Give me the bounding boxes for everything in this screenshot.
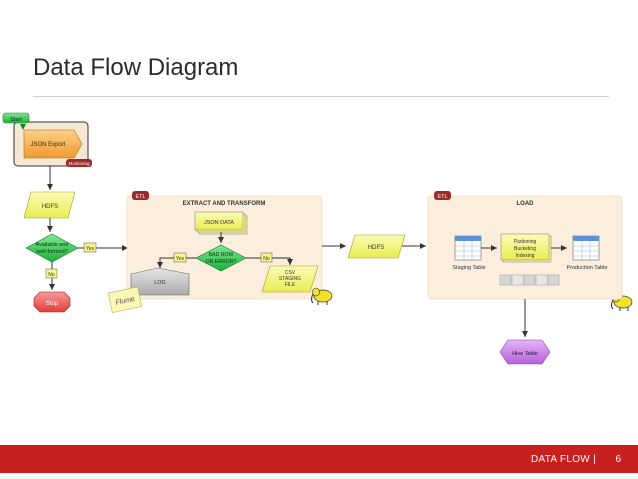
json-data-label: JSON DATA — [204, 220, 234, 226]
production-table-icon — [572, 235, 600, 261]
etl-tag-1 — [132, 191, 149, 200]
no-tag-2 — [260, 252, 273, 263]
hive-table-label: Hive Table — [512, 351, 538, 357]
etl-tag-2-label: ETL — [437, 194, 447, 200]
csv-line-3: FILE — [285, 282, 296, 288]
page-number: 6 — [615, 454, 621, 465]
hdfs-middle-label: HDFS — [368, 245, 384, 251]
decision-line-2: well-formed? — [35, 249, 67, 255]
no-label-2: No — [263, 256, 270, 262]
decision-line-1: Available and — [36, 242, 69, 248]
footer-label: DATA FLOW | — [531, 454, 596, 465]
staging-table-label: Staging Table — [452, 265, 485, 271]
staging-table-icon — [454, 235, 482, 261]
footer-bar — [0, 445, 638, 473]
stop-shape[interactable] — [33, 291, 71, 313]
json-data-shape[interactable] — [194, 211, 244, 231]
available-decision-shape[interactable] — [25, 233, 79, 263]
monitoring-tag — [66, 159, 92, 167]
title-divider — [33, 96, 609, 97]
bad-row-line-2: OR ERROR? — [206, 259, 237, 265]
data-flow-diagram: Start JSON Export Monitoring HDFS Availa… — [2, 112, 633, 365]
json-export-shape[interactable] — [23, 129, 83, 159]
partition-line-2: Bucketing — [514, 246, 536, 252]
production-table-label: Production Table — [567, 265, 608, 271]
stop-label: Stop — [46, 301, 59, 307]
no-tag-1 — [45, 268, 58, 279]
csv-line-2: STAGING — [279, 276, 301, 282]
csv-line-1: CSV — [285, 270, 296, 276]
yes-label-1: Yes — [86, 246, 95, 252]
etl-tag-2 — [434, 191, 451, 200]
start-pointer — [20, 124, 26, 130]
partitioning-shape[interactable] — [500, 233, 550, 261]
bad-row-line-1: BAD ROW — [209, 252, 234, 258]
slide-title: Data Flow Diagram — [33, 54, 239, 81]
hadoop-elephant-icon — [311, 287, 333, 305]
partition-line-3: Indexing — [516, 253, 535, 259]
extract-title: EXTRACT AND TRANSFORM — [183, 201, 266, 207]
hdfs-middle-shape[interactable] — [347, 234, 406, 259]
etl-tag-1-label: ETL — [135, 194, 145, 200]
start-label: Start — [10, 117, 22, 123]
flume-label: Flume — [115, 296, 136, 307]
start-tag — [2, 112, 30, 124]
hdfs-left-shape[interactable] — [23, 191, 76, 219]
partition-line-1: Partioning — [514, 239, 537, 245]
monitoring-label: Monitoring — [68, 161, 90, 166]
yes-tag-1 — [83, 242, 97, 253]
load-title: LOAD — [517, 201, 535, 207]
bad-row-decision-shape[interactable] — [195, 244, 247, 272]
hdfs-left-label: HDFS — [42, 204, 58, 210]
no-label-1: No — [48, 272, 55, 278]
arrow-no-to-csv — [246, 257, 293, 265]
log-label: LOG — [154, 280, 166, 286]
json-export-label: JSON Export — [30, 142, 65, 148]
yes-label-2: Yes — [176, 256, 185, 262]
partition-blocks — [499, 274, 560, 286]
flume-note: Flume — [107, 286, 143, 314]
csv-staging-file-shape[interactable] — [261, 265, 319, 293]
yes-tag-2 — [173, 252, 187, 263]
hive-table-shape[interactable] — [499, 339, 551, 365]
